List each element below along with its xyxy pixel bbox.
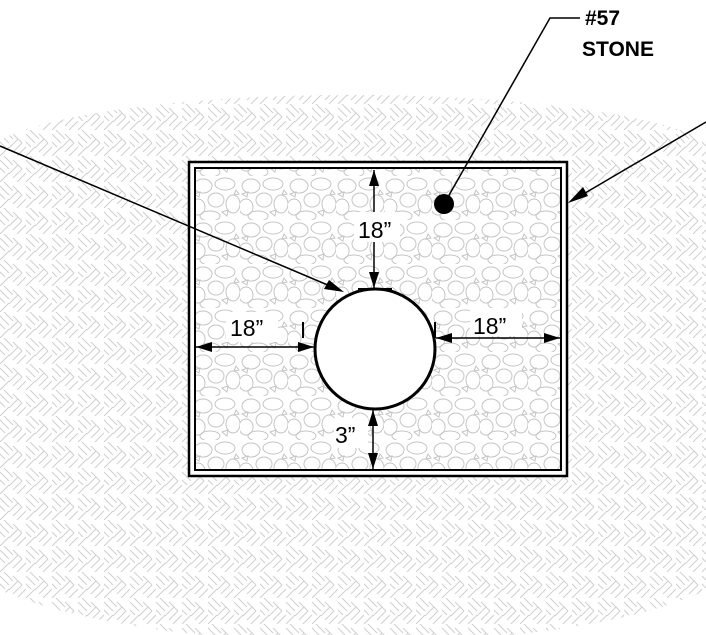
right-dim-arrow-left <box>436 333 452 343</box>
stone-leader-line <box>443 17 580 205</box>
pipe <box>313 287 437 411</box>
top-dim-arrow-up <box>369 170 379 186</box>
top-dim-text-mask <box>354 212 400 242</box>
bottom-dim-text-mask <box>334 418 368 448</box>
fabric-leader-arrowhead <box>568 187 588 203</box>
fabric-leader-line <box>579 121 706 197</box>
bottom-dim-arrow-up <box>368 410 378 426</box>
left-dim-arrow-left <box>196 342 212 352</box>
pipe-leader-arrowhead <box>324 280 344 292</box>
pipe-leader-line <box>0 145 331 287</box>
right-dim-arrow-right <box>544 333 560 343</box>
right-dim-label: 18” <box>473 313 506 339</box>
right-dim-text-mask <box>470 308 522 336</box>
bottom-dim-label: 3” <box>335 422 355 448</box>
left-dim-label: 18” <box>230 315 263 341</box>
filter-fabric-line <box>194 167 562 471</box>
trench-outer-wall <box>187 160 569 478</box>
left-dim-arrow-right <box>298 342 314 352</box>
left-dim-text-mask <box>226 312 278 342</box>
stone-label-line2: STONE <box>582 38 654 61</box>
top-dim-arrow-down <box>369 272 379 288</box>
bottom-dim-arrow-down <box>368 453 378 469</box>
top-dim-label: 18” <box>358 217 391 243</box>
stone-label-line1: #57 <box>585 7 620 30</box>
